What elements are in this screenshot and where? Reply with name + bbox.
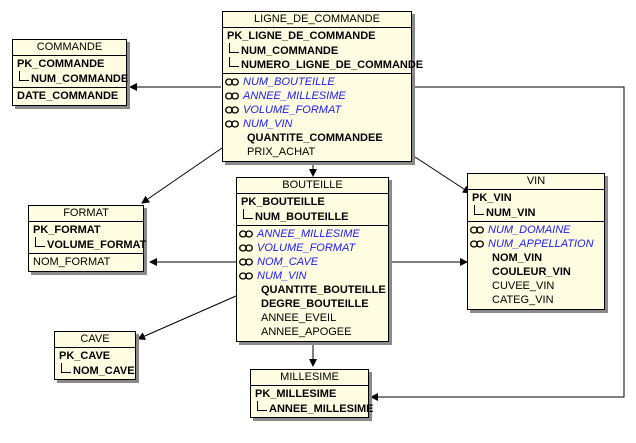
foreign-key-icon <box>239 244 253 252</box>
entity-title: BOUTEILLE <box>237 178 388 194</box>
fk-column: NUM_VIN <box>223 117 411 131</box>
foreign-key-icon <box>239 258 253 266</box>
entity-cave[interactable]: CAVE PK_CAVE NOM_CAVE <box>54 331 136 380</box>
entity-title: MILLESIME <box>251 370 368 386</box>
foreign-key-icon <box>470 240 484 248</box>
pk-name: PK_BOUTEILLE <box>241 196 325 208</box>
pk-column: NUM_BOUTEILLE <box>237 209 388 223</box>
foreign-key-icon <box>225 120 239 128</box>
pk-column: NUM_COMMANDE <box>223 43 411 57</box>
attribute: NOM_FORMAT <box>33 256 111 268</box>
entity-title: VIN <box>468 174 604 190</box>
pk-name: PK_FORMAT <box>33 224 101 236</box>
pk-column: NUMERO_LIGNE_DE_COMMANDE <box>223 57 423 71</box>
foreign-key-icon <box>225 78 239 86</box>
rel-ligne-millesime <box>370 86 625 401</box>
pk-name: PK_MILLESIME <box>255 388 337 400</box>
pk-column: VOLUME_FORMAT <box>29 237 146 251</box>
pk-name: PK_VIN <box>472 192 512 204</box>
attribute: DATE_COMMANDE <box>17 90 119 102</box>
pk-name: PK_LIGNE_DE_COMMANDE <box>227 30 376 42</box>
entity-bouteille[interactable]: BOUTEILLE PK_BOUTEILLE NUM_BOUTEILLE ANN… <box>236 177 389 342</box>
entity-millesime[interactable]: MILLESIME PK_MILLESIME ANNEE_MILLESIME <box>250 369 374 418</box>
pk-name: PK_CAVE <box>59 350 111 362</box>
entity-format[interactable]: FORMAT PK_FORMAT VOLUME_FORMAT NOM_FORMA… <box>28 205 146 272</box>
entity-title: LIGNE_DE_COMMANDE <box>223 12 411 28</box>
pk-column: NUM_COMMANDE <box>13 71 128 85</box>
attribute: ANNEE_EVEIL <box>261 312 337 324</box>
rel-ligne-vin <box>411 154 471 194</box>
foreign-key-icon <box>470 226 484 234</box>
attribute: COULEUR_VIN <box>492 266 571 278</box>
foreign-key-icon <box>225 106 239 114</box>
fk-column: VOLUME_FORMAT <box>223 103 411 117</box>
rel-ligne-format <box>141 147 223 204</box>
foreign-key-icon <box>225 92 239 100</box>
rel-bouteille-cave <box>137 295 237 340</box>
fk-column: NUM_VIN <box>237 269 388 283</box>
entity-title: FORMAT <box>29 206 143 222</box>
entity-title: COMMANDE <box>13 40 126 56</box>
pk-name: PK_COMMANDE <box>17 58 105 70</box>
fk-column: ANNEE_MILLESIME <box>223 89 411 103</box>
fk-column: NOM_CAVE <box>237 255 388 269</box>
attribute: QUANTITE_COMMANDEE <box>247 132 383 144</box>
pk-column: NOM_CAVE <box>55 363 135 377</box>
fk-column: VOLUME_FORMAT <box>237 241 388 255</box>
entity-ligne-de-commande[interactable]: LIGNE_DE_COMMANDE PK_LIGNE_DE_COMMANDE N… <box>222 11 423 162</box>
attribute: DEGRE_BOUTEILLE <box>261 298 369 310</box>
attribute: ANNEE_APOGEE <box>261 326 352 338</box>
entity-vin[interactable]: VIN PK_VIN NUM_VIN NUM_DOMAINE NUM_APPEL… <box>467 173 605 310</box>
attribute: NOM_VIN <box>492 252 543 264</box>
attribute: CATEG_VIN <box>492 294 554 306</box>
attribute: CUVEE_VIN <box>492 280 555 292</box>
pk-column: NUM_VIN <box>468 205 604 219</box>
fk-column: NUM_DOMAINE <box>468 223 604 237</box>
entity-commande[interactable]: COMMANDE PK_COMMANDE NUM_COMMANDE DATE_C… <box>12 39 128 106</box>
fk-column: NUM_APPELLATION <box>468 237 604 251</box>
fk-column: ANNEE_MILLESIME <box>237 227 388 241</box>
entity-title: CAVE <box>55 332 135 348</box>
fk-column: NUM_BOUTEILLE <box>223 75 411 89</box>
attribute: QUANTITE_BOUTEILLE <box>261 284 386 296</box>
foreign-key-icon <box>239 272 253 280</box>
attribute: PRIX_ACHAT <box>247 146 316 158</box>
foreign-key-icon <box>239 230 253 238</box>
pk-column: ANNEE_MILLESIME <box>251 401 374 415</box>
